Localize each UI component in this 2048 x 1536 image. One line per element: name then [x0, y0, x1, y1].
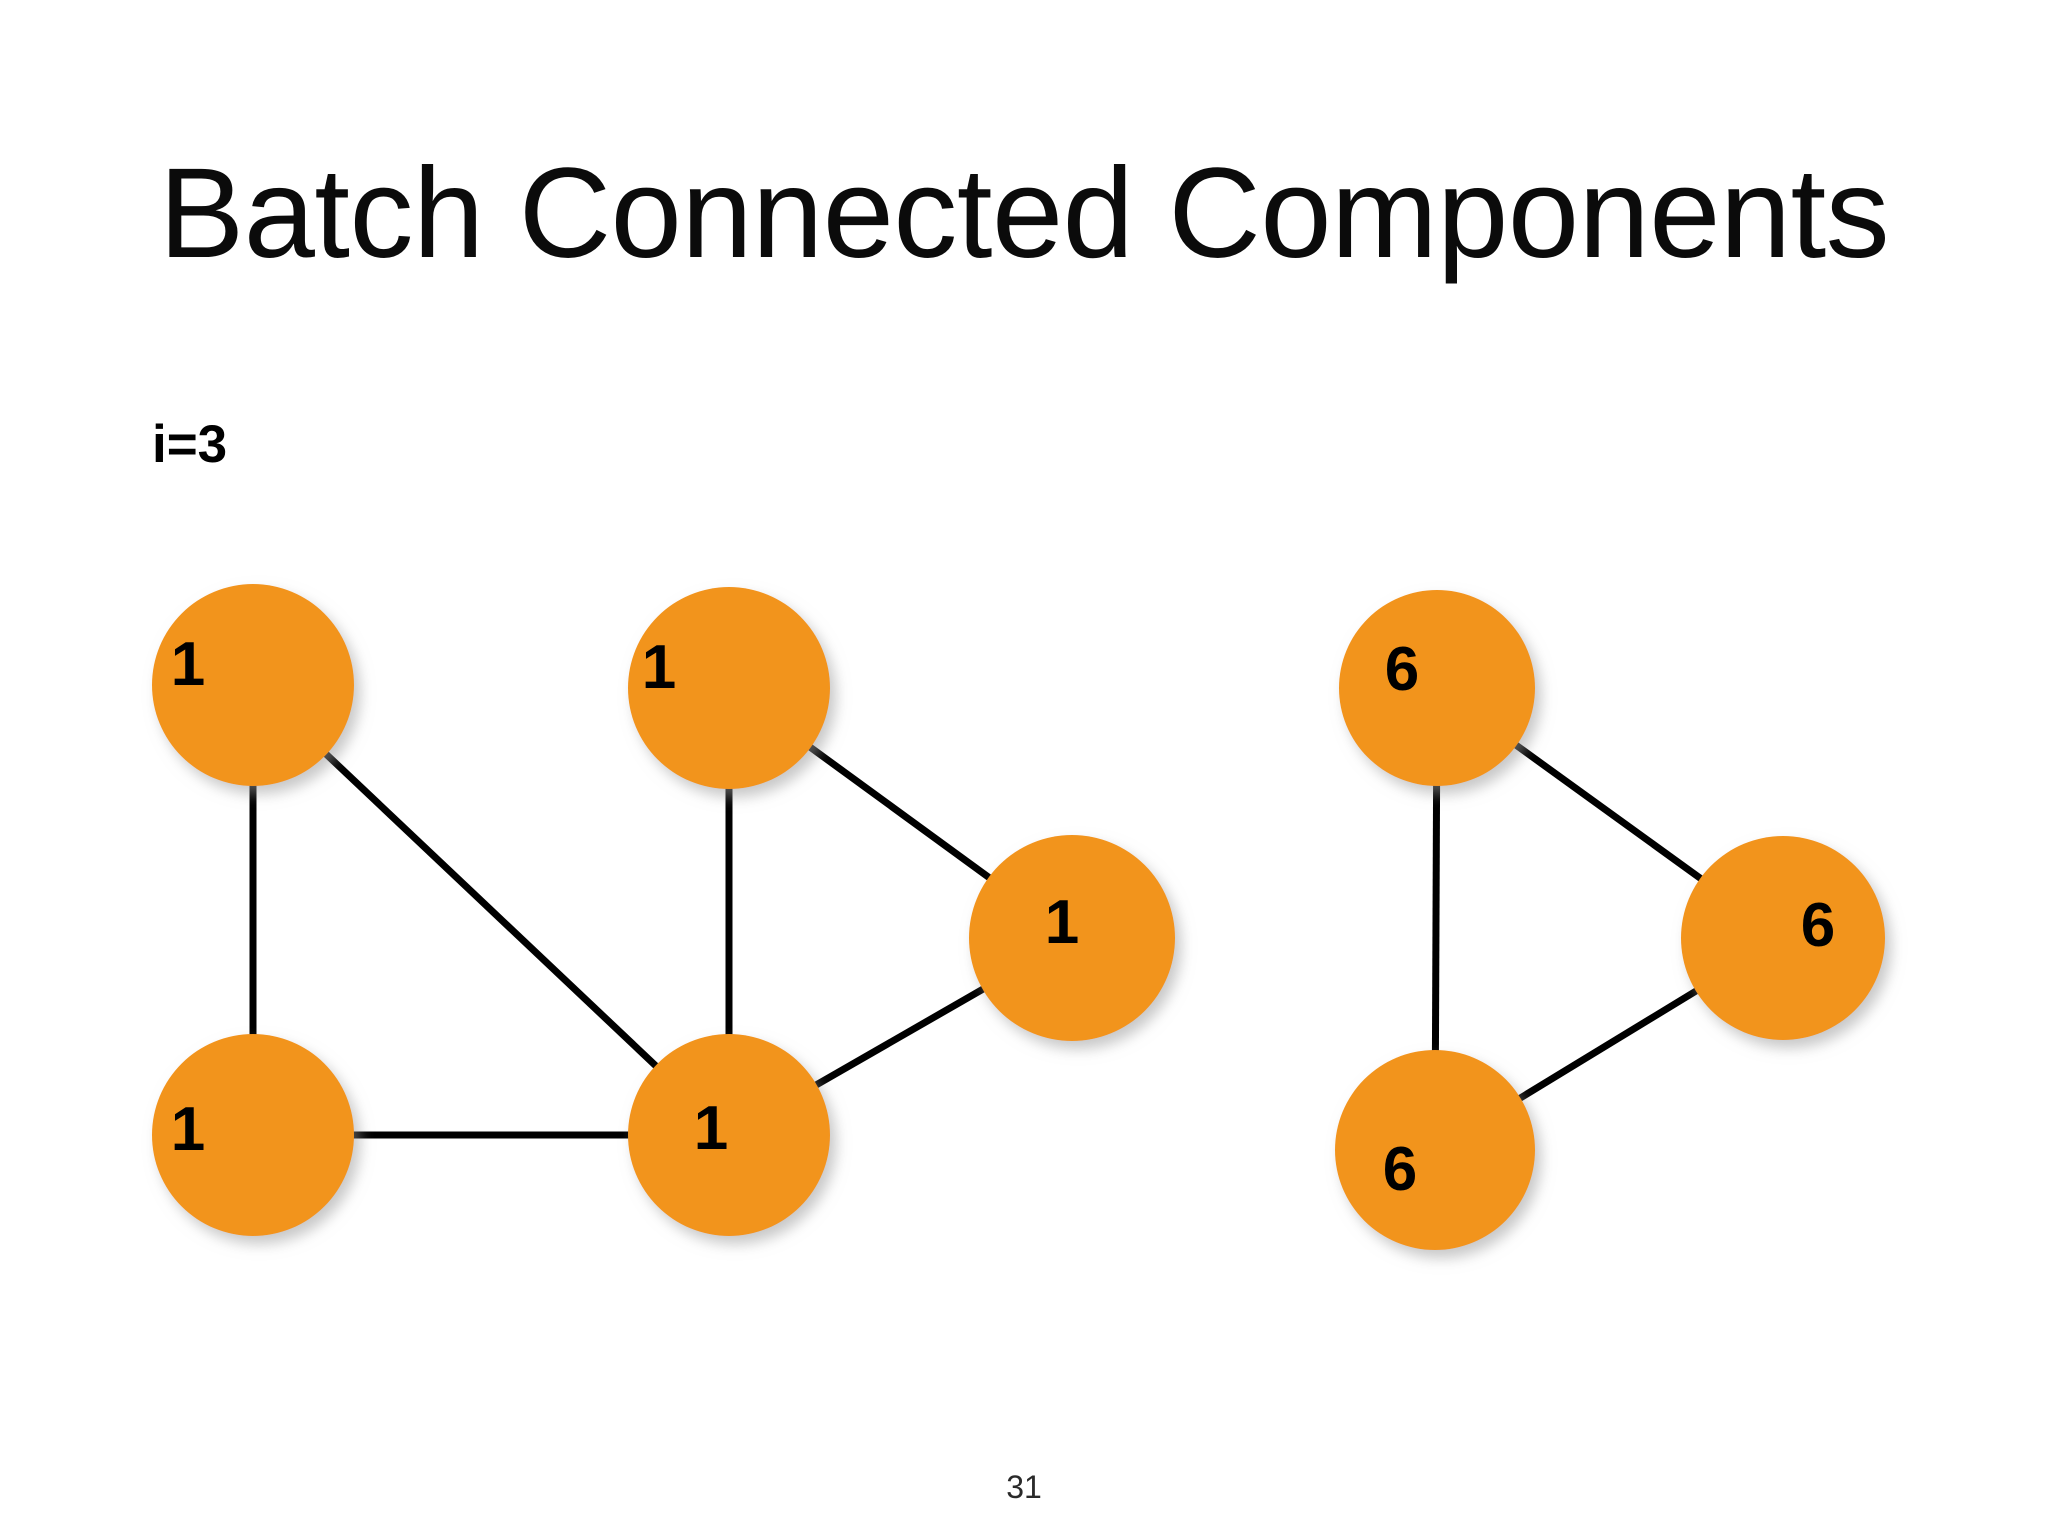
graph-node[interactable] [1335, 1050, 1535, 1250]
graph-edge [250, 682, 732, 1138]
iteration-label: i=3 [152, 415, 228, 474]
nodes-layer [152, 584, 1885, 1250]
graph-node[interactable] [1339, 590, 1535, 786]
page-title: Batch Connected Components [158, 142, 1890, 285]
graph-node[interactable] [628, 587, 830, 789]
graph-node[interactable] [969, 835, 1175, 1041]
page-number: 31 [1006, 1469, 1042, 1505]
graph-node[interactable] [628, 1034, 830, 1236]
graph-node[interactable] [152, 584, 354, 786]
graph-node[interactable] [1681, 836, 1885, 1040]
graph-node[interactable] [152, 1034, 354, 1236]
